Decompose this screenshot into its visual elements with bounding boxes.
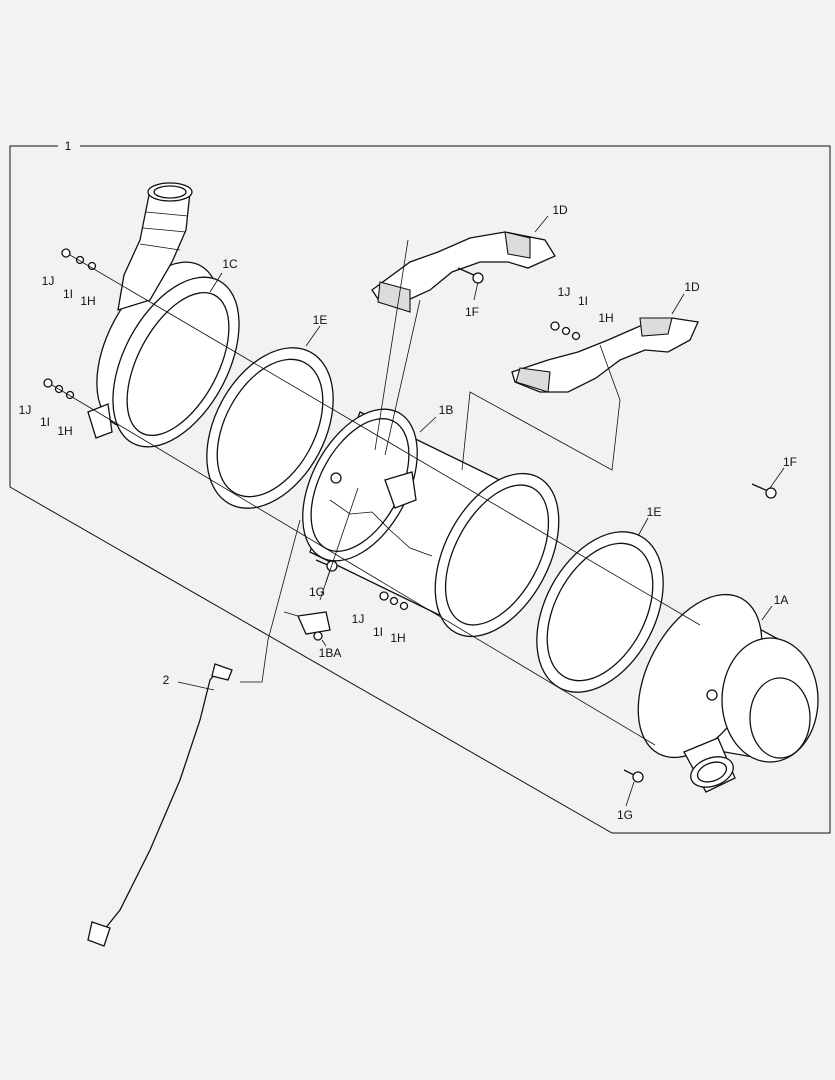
bolt-1G-bottom xyxy=(623,769,644,783)
callout-1I-d: 1I xyxy=(373,625,383,639)
assembly-boundary xyxy=(9,145,831,834)
callout-1I-b: 1I xyxy=(40,415,50,429)
bracket-1D-top xyxy=(371,231,556,313)
outlet-body-1A xyxy=(637,593,819,793)
callout-2: 2 xyxy=(163,673,170,687)
callout-1A: 1A xyxy=(774,593,789,607)
callout-1J-d: 1J xyxy=(352,612,365,626)
callout-1E-left: 1E xyxy=(313,313,328,327)
callout-1F-right: 1F xyxy=(783,455,797,469)
callout-1C: 1C xyxy=(222,257,238,271)
callout-1D-top: 1D xyxy=(552,203,568,217)
callout-1H-b: 1H xyxy=(57,424,72,438)
callout-1E-right: 1E xyxy=(647,505,662,519)
gasket-1E-left xyxy=(206,347,334,509)
callout-1BA: 1BA xyxy=(319,646,342,660)
bracket-1D-right xyxy=(511,317,699,393)
callout-1J-a: 1J xyxy=(42,274,55,288)
callout-1G-bottom: 1G xyxy=(617,808,633,822)
callout-1J-b: 1J xyxy=(19,403,32,417)
callout-1H-c: 1H xyxy=(598,311,613,325)
dpf-flange xyxy=(434,472,560,638)
callout-1B: 1B xyxy=(439,403,454,417)
callout-1I-c: 1I xyxy=(578,294,588,308)
callout-1J-c: 1J xyxy=(558,285,571,299)
bolt-1F-top xyxy=(457,267,484,284)
bracket-1BA xyxy=(283,611,331,641)
bolt-1F-right xyxy=(751,483,777,499)
callout-1H-a: 1H xyxy=(80,294,95,308)
alignment-lines xyxy=(51,239,701,746)
callout-1F-top: 1F xyxy=(465,305,479,319)
sensor-lead-2 xyxy=(87,663,233,947)
bolt-1G-mid xyxy=(315,559,338,572)
callout-assembly: 1 xyxy=(65,139,72,153)
callout-1H-d: 1H xyxy=(390,631,405,645)
fastener-stack-c xyxy=(550,321,581,341)
fastener-stack-a xyxy=(61,248,97,271)
callout-1D-right: 1D xyxy=(684,280,700,294)
callout-1G-mid: 1G xyxy=(309,585,325,599)
fastener-stack-d xyxy=(379,591,409,611)
callout-1I-a: 1I xyxy=(63,287,73,301)
gasket-1E-right xyxy=(536,531,664,693)
leader-lines xyxy=(177,215,785,807)
inlet-cap-1C xyxy=(87,182,240,448)
